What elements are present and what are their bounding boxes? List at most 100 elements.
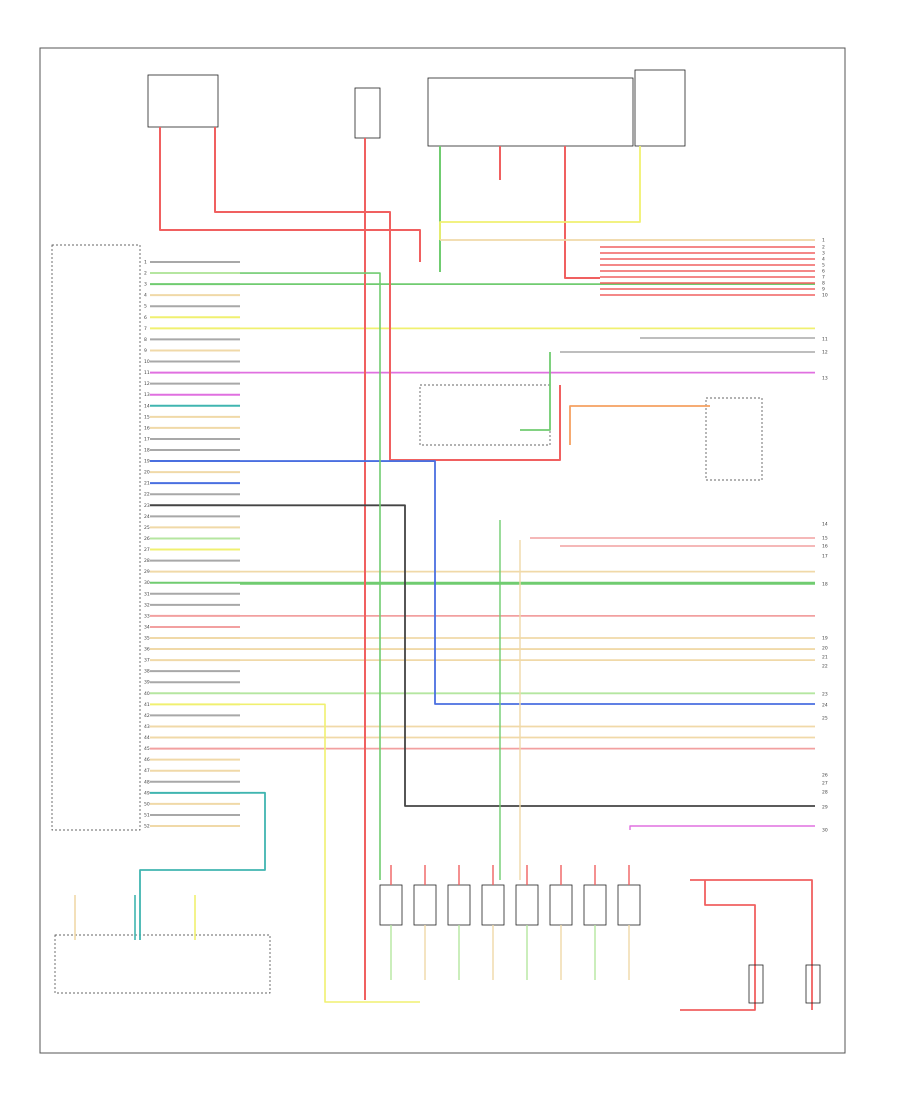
right-terminal-number: 27 [822,781,828,787]
sensor-body [805,964,821,1004]
pcm-pin-number: 43 [144,724,150,730]
pcm-pin-number: 16 [144,425,150,431]
diagram-frame [39,47,846,1054]
right-terminal-6: 6 [822,269,825,275]
pcm-pin-45: 45 [144,746,240,752]
right-terminal-number: 12 [822,350,828,356]
right-terminal-number: 26 [822,773,828,779]
pcm-pin-number: 23 [144,503,150,509]
pcm-pin-39: 39 [144,680,240,686]
pcm-pin-number: 8 [144,337,147,343]
pcm-pin-number: 37 [144,658,150,664]
pcm-pin-22: 22 [144,492,240,498]
injector-7 [583,865,607,980]
pcm-connector: 1234567891011121314151617181920212223242… [144,260,240,830]
pcm-pin-number: 13 [144,392,150,398]
right-terminal-4: 4 [822,257,825,263]
pcm-pin-number: 35 [144,636,150,642]
pcm-pin-28: 28 [144,558,240,564]
injector-body [515,884,539,926]
sensor-body [748,964,764,1004]
component-outlines [51,69,763,994]
right-terminal-number: 9 [822,287,825,293]
pcm-pin-32: 32 [144,602,240,608]
right-terminal-number: 21 [822,655,828,661]
injector-4 [481,865,505,980]
right-terminal-26: 26 [822,773,828,779]
pcm-pin-number: 10 [144,359,150,365]
pcm-pin-27: 27 [144,547,240,553]
right-terminal-24: 24 [822,703,828,709]
crank-sensor-1 [748,964,764,1004]
pcm-pin-number: 7 [144,326,147,332]
pcm-pin-number: 4 [144,293,147,299]
pcm-pin-8: 8 [144,337,240,343]
sensor-group [74,895,821,1004]
right-terminal-number: 6 [822,269,825,275]
injector-6 [549,865,573,980]
crank-sensor-2 [805,964,821,1004]
right-terminal-number: 19 [822,636,828,642]
pcm-pin-number: 33 [144,613,150,619]
pcm-pin-number: 22 [144,492,150,498]
pcm-pin-number: 9 [144,348,147,354]
pcm-pin-number: 29 [144,569,150,575]
pcm-pin-24: 24 [144,514,240,520]
right-terminal-number: 22 [822,664,828,670]
pcm-pin-number: 49 [144,790,150,796]
right-terminal-15: 15 [822,536,828,542]
pcm-pin-number: 32 [144,602,150,608]
pcm-pin-7: 7 [144,326,240,332]
pcm-pin-41: 41 [144,702,240,708]
right-terminal-number: 11 [822,337,828,343]
right-terminal-number: 7 [822,275,825,281]
right-terminal-30: 30 [822,828,828,834]
black-ground-run [240,504,815,807]
right-terminal-number: 24 [822,703,828,709]
pcm-pin-number: 46 [144,757,150,763]
pcm-pin-number: 51 [144,812,150,818]
pcm-pin-23: 23 [144,503,240,509]
right-terminal-27: 27 [822,781,828,787]
pcm-pin-38: 38 [144,669,240,675]
pcm-pin-number: 44 [144,735,150,741]
pcm-pin-number: 52 [144,824,150,830]
violet-run [629,825,815,830]
fuse-box-center [427,77,634,147]
right-terminal-21: 21 [822,655,828,661]
pcm-pin-number: 21 [144,481,150,487]
fuse-left-feed-a [159,127,421,262]
teal-cam-feed [139,791,266,940]
right-terminal-number: 15 [822,536,828,542]
right-terminal-number: 5 [822,263,825,269]
right-terminal-14: 14 [822,522,828,528]
injector-3 [447,865,471,980]
pcm-pin-29: 29 [144,569,240,575]
injector-body [481,884,505,926]
pcm-outline [51,244,141,831]
pcm-pin-33: 33 [144,613,240,619]
pcm-pin-35: 35 [144,636,240,642]
blue-signal-run [240,460,815,705]
pcm-pin-number: 11 [144,370,150,376]
right-terminal-19: 19 [822,636,828,642]
relay-mid [419,384,551,446]
pcm-pin-number: 12 [144,381,150,387]
right-terminal-23: 23 [822,692,828,698]
pcm-pin-number: 26 [144,536,150,542]
pcm-pin-52: 52 [144,824,240,830]
right-terminal-2: 2 [822,245,825,251]
pcm-pin-1: 1 [144,260,240,266]
pcm-pin-50: 50 [144,801,240,807]
pcm-pin-number: 50 [144,801,150,807]
pcm-pin-42: 42 [144,713,240,719]
right-terminal-17: 17 [822,554,828,560]
injector-body [447,884,471,926]
pcm-pin-47: 47 [144,768,240,774]
right-terminal-7: 7 [822,275,825,281]
right-terminal-28: 28 [822,790,828,796]
pcm-pin-14: 14 [144,403,240,409]
pcm-pin-number: 40 [144,691,150,697]
pcm-pin-number: 42 [144,713,150,719]
